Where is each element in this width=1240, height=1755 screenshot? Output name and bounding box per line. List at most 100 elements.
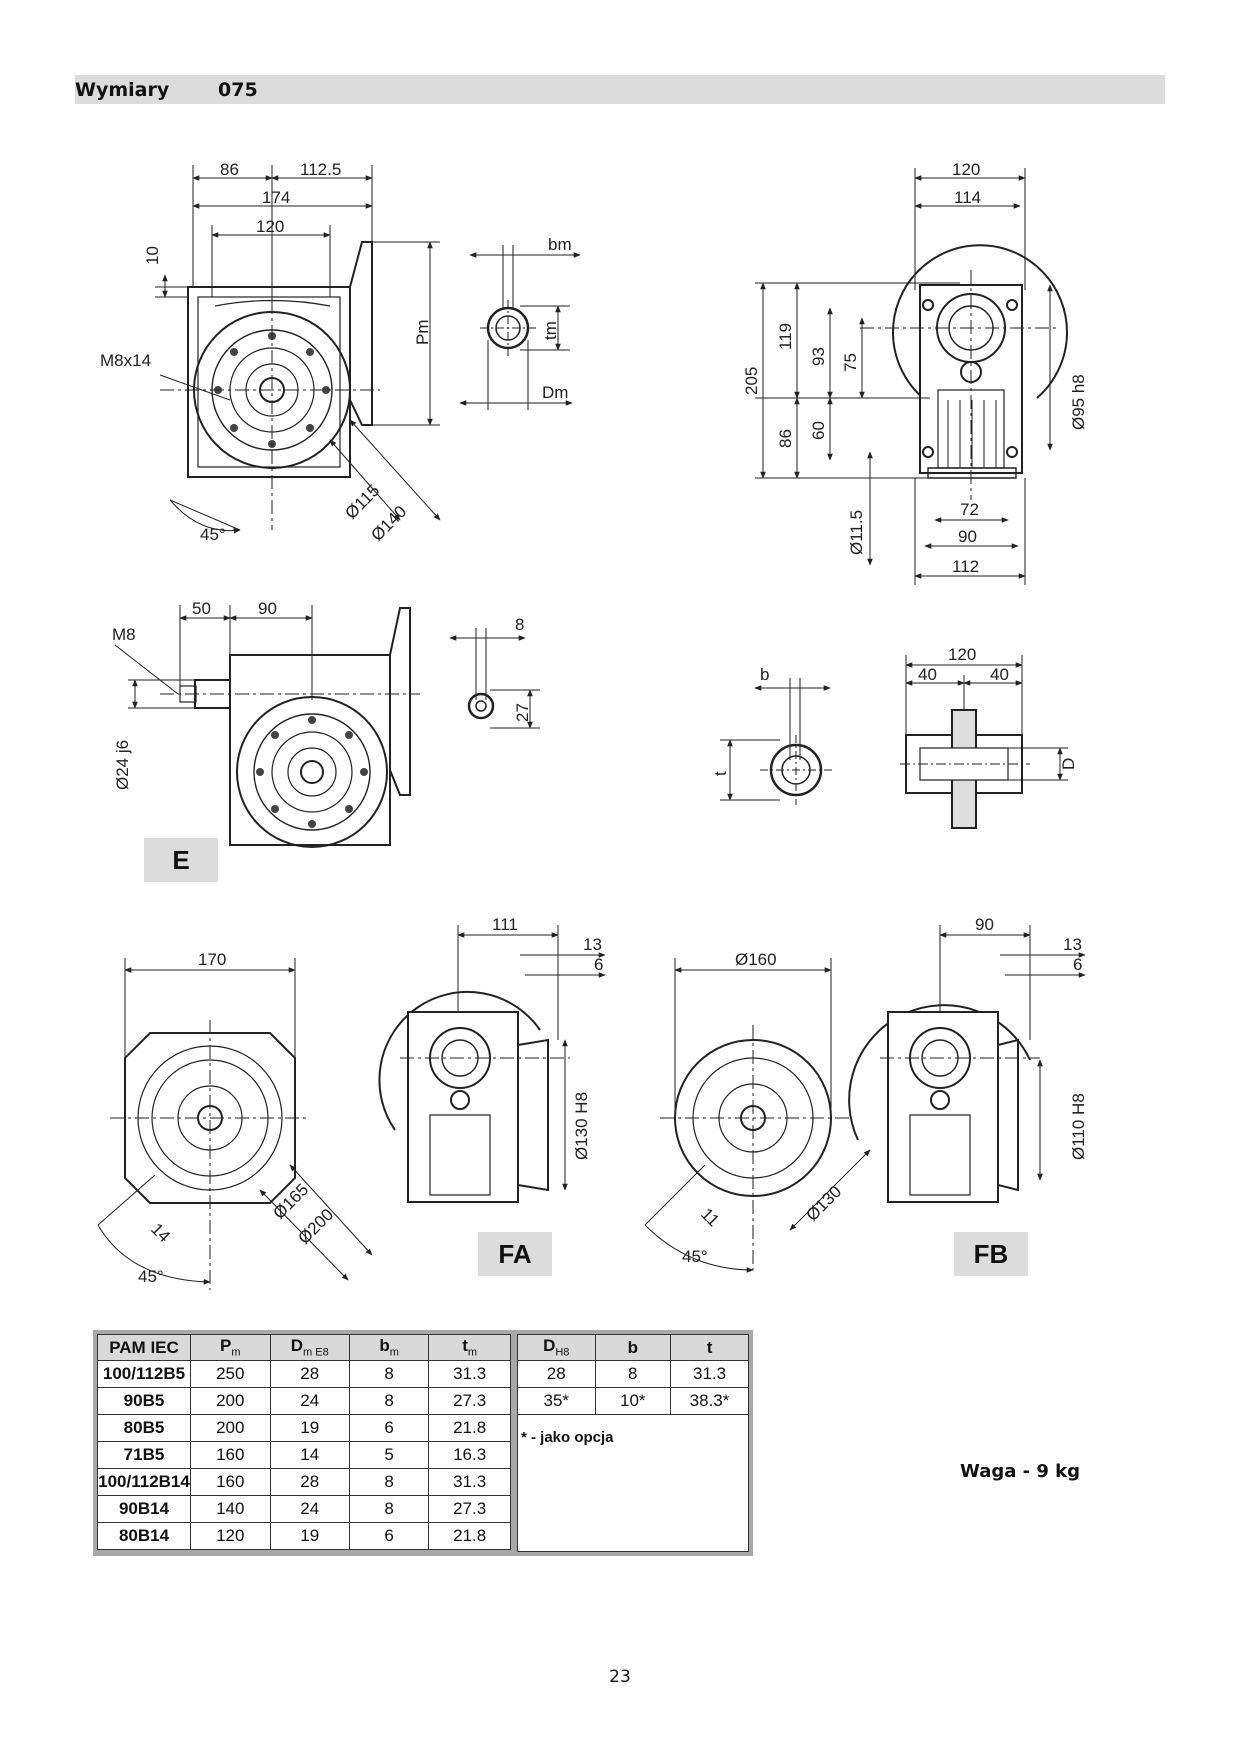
dim-112-5: 112.5: [300, 160, 341, 179]
dim-14: 14: [147, 1219, 174, 1246]
header-title: Wymiary: [75, 79, 170, 101]
dim-d160: Ø160: [735, 950, 777, 969]
dim-27: 27: [513, 703, 532, 722]
dim-8-key: 8: [515, 615, 524, 634]
view-e-drawing: [160, 607, 420, 848]
view-fb-side: [848, 1004, 1040, 1203]
dim-170: 170: [198, 950, 226, 969]
dim-60: 60: [809, 421, 828, 440]
side-view-dimensions: [755, 168, 1053, 585]
dim-86-side: 86: [776, 429, 795, 448]
dim-d24j6: Ø24 j6: [113, 740, 132, 790]
label-fa: FA: [498, 1239, 531, 1269]
dim-112: 112: [952, 557, 979, 576]
dim-pm: Pm: [413, 320, 432, 346]
dim-174: 174: [262, 188, 290, 207]
view-fa-dimensions: [97, 958, 373, 1285]
dim-d130: Ø130: [802, 1182, 845, 1225]
dim-t: t: [711, 771, 730, 776]
dim-b: b: [760, 665, 769, 684]
dim-119: 119: [776, 323, 795, 350]
dim-45deg-fa: 45°: [138, 1267, 164, 1286]
side-view-drawing: [860, 244, 1068, 500]
dim-120-side: 120: [952, 160, 980, 179]
table-row: 35*10*38.3*: [517, 1387, 749, 1415]
col-d-h8: DH8: [517, 1334, 596, 1361]
dim-tm: tm: [541, 321, 560, 340]
dim-120: 120: [256, 217, 284, 236]
dim-75: 75: [841, 353, 860, 372]
hollow-shaft-detail: [720, 655, 1068, 829]
col-pm: Pm: [189, 1334, 271, 1361]
dim-40-right: 40: [990, 665, 1009, 684]
view-fa-flange: [110, 1020, 310, 1290]
dim-6-fb: 6: [1073, 955, 1082, 974]
table-header-row: DH8 b t: [517, 1334, 749, 1361]
dim-d95h8: Ø95 h8: [1069, 374, 1088, 430]
dim-d11-5: Ø11.5: [847, 510, 866, 555]
dim-13-fa: 13: [583, 935, 602, 954]
motor-shaft-detail: [459, 245, 581, 410]
dim-d140: Ø140: [367, 502, 410, 545]
thread-m8x14: M8x14: [100, 351, 151, 370]
table-header-row: PAM IEC Pm Dm E8 bm tm: [97, 1334, 511, 1361]
dim-90-side: 90: [958, 527, 977, 546]
label-fb: FB: [974, 1239, 1009, 1269]
technical-drawings: 86 112.5 174 120 10 Pm M8x14 Ø115 Ø140 4…: [97, 160, 1088, 1290]
view-e-badge: E: [144, 838, 218, 882]
dim-d115: Ø115: [341, 481, 383, 523]
dim-45deg: 45°: [200, 525, 226, 544]
dim-205: 205: [742, 367, 761, 395]
col-tm: tm: [428, 1334, 511, 1361]
dim-6-fa: 6: [594, 955, 603, 974]
table-note-row: [517, 1414, 749, 1552]
page-header: Wymiary 075: [75, 75, 1165, 104]
dim-10: 10: [143, 246, 162, 265]
dim-40-left: 40: [918, 665, 937, 684]
dim-11: 11: [697, 1204, 723, 1230]
dim-45deg-fb: 45°: [682, 1247, 708, 1266]
dim-111: 111: [492, 915, 518, 934]
dim-90-e: 90: [258, 599, 277, 618]
dim-d110h8: Ø110 H8: [1069, 1093, 1088, 1160]
view-fa-side: [378, 990, 570, 1203]
dim-d: D: [1059, 758, 1078, 770]
front-view-dimensions: [155, 165, 441, 534]
col-dm: Dm E8: [269, 1334, 350, 1361]
weight-label: Waga - 9 kg: [960, 1461, 1081, 1482]
col-b: b: [594, 1334, 672, 1361]
col-pam-iec: PAM IEC: [97, 1334, 191, 1361]
view-fb-badge: FB: [954, 1232, 1028, 1276]
dim-72: 72: [960, 500, 979, 519]
view-e-key-detail: [449, 628, 540, 729]
dim-114: 114: [954, 188, 981, 207]
dim-50: 50: [192, 599, 211, 618]
dim-d200: Ø200: [294, 1205, 337, 1248]
view-fa-badge: FA: [478, 1232, 552, 1276]
dim-120-hollow: 120: [948, 645, 976, 664]
dim-bm: bm: [548, 235, 572, 254]
col-t: t: [670, 1334, 749, 1361]
view-e-dimensions: [114, 605, 313, 709]
dim-dm: Dm: [542, 383, 568, 402]
header-model: 075: [218, 79, 258, 101]
dim-90-fb: 90: [975, 915, 994, 934]
view-fb-dimensions: [644, 958, 871, 1273]
view-fb-flange: [660, 1025, 850, 1270]
dim-93: 93: [809, 347, 828, 366]
dim-86: 86: [220, 160, 239, 179]
label-e: E: [172, 845, 189, 875]
dim-13-fb: 13: [1063, 935, 1082, 954]
option-note: * - jako opcja: [521, 1429, 614, 1446]
page-number: 23: [609, 1667, 631, 1687]
